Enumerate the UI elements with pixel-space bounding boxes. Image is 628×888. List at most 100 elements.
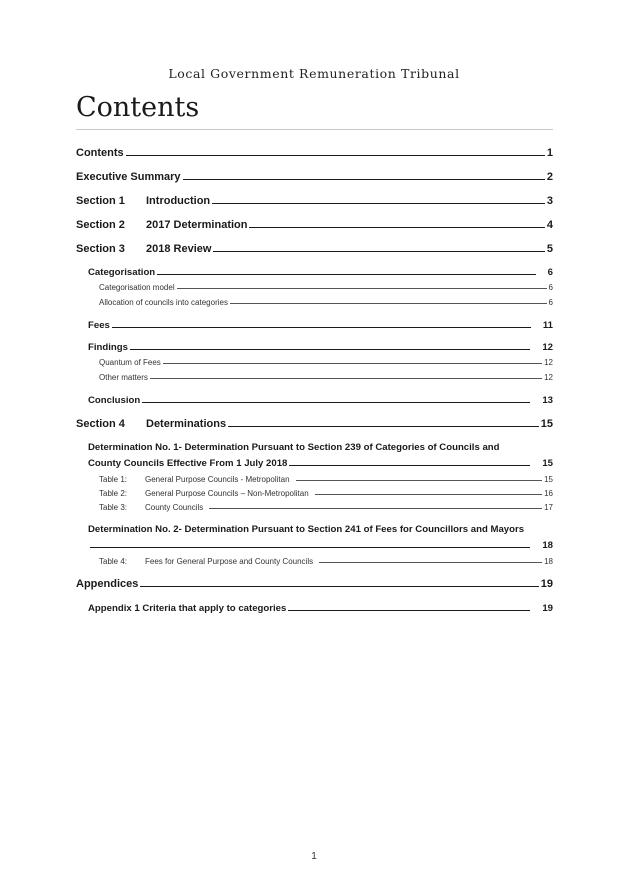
toc-leader (90, 546, 531, 548)
toc-label: Introduction (146, 195, 211, 207)
toc-label: Allocation of councils into categories (99, 298, 228, 307)
toc-label: Findings (88, 342, 128, 353)
toc-entry-allocation[interactable]: Allocation of councils into categories 6 (99, 298, 553, 307)
toc-page: 13 (542, 395, 553, 406)
toc-entry-table-1[interactable]: Table 1: General Purpose Councils - Metr… (99, 475, 553, 484)
toc-leader (176, 287, 547, 289)
toc-leader (249, 226, 545, 228)
toc-page: 1 (546, 147, 553, 159)
toc-entry-quantum-of-fees[interactable]: Quantum of Fees 12 (99, 358, 553, 367)
toc-label: Categorisation model (99, 283, 175, 292)
toc-label: Categorisation (88, 267, 156, 278)
toc-page: 6 (548, 298, 553, 307)
toc-label: Conclusion (88, 395, 141, 406)
toc-entry-determination-2[interactable]: 18 (88, 540, 553, 551)
toc-label: Quantum of Fees (99, 358, 161, 367)
toc-label: 2017 Determination (146, 219, 248, 231)
toc-page: 11 (542, 320, 553, 331)
page-title: Contents (76, 92, 200, 123)
toc-leader (157, 273, 536, 275)
toc-page: 19 (542, 603, 553, 614)
toc-label: Determinations (146, 418, 227, 430)
toc-leader (314, 493, 543, 495)
toc-table-number: Table 2: (99, 489, 128, 498)
toc-label: General Purpose Councils - Metropolitan (145, 475, 290, 484)
toc-entry-section-3[interactable]: Section 3 2018 Review 5 (76, 243, 553, 255)
toc-entry-section-1[interactable]: Section 1 Introduction 3 (76, 195, 553, 207)
toc-entry-section-4[interactable]: Section 4 Determinations 15 (76, 418, 553, 430)
toc-leader (140, 585, 539, 587)
toc-entry-conclusion[interactable]: Conclusion 13 (88, 395, 553, 406)
toc-table-number: Table 1: (99, 475, 128, 484)
toc-label: Fees for General Purpose and County Coun… (145, 557, 314, 566)
toc-leader (229, 302, 547, 304)
toc-section-number: Section 2 (76, 219, 125, 231)
toc-page: 18 (542, 540, 553, 551)
toc-leader (295, 479, 543, 481)
toc-section-number: Section 3 (76, 243, 125, 255)
toc-page: 19 (540, 578, 553, 590)
toc-leader (182, 178, 545, 180)
toc-entry-executive-summary[interactable]: Executive Summary 2 (76, 171, 553, 183)
toc-leader (162, 362, 543, 364)
toc-entry-table-4[interactable]: Table 4: Fees for General Purpose and Co… (99, 557, 553, 566)
toc-entry-determination-1-line1[interactable]: Determination No. 1- Determination Pursu… (88, 442, 500, 453)
toc-page: 15 (542, 458, 553, 469)
toc-label: Appendix 1 Criteria that apply to catego… (88, 603, 287, 614)
toc-leader (288, 609, 531, 611)
toc-leader (209, 507, 543, 509)
toc-section-number: Section 4 (76, 418, 125, 430)
toc-page: 12 (542, 342, 553, 353)
toc-label: Other matters (99, 373, 148, 382)
toc-label: Appendices (76, 578, 139, 590)
toc-table-number: Table 4: (99, 557, 128, 566)
toc-entry-appendices[interactable]: Appendices 19 (76, 578, 553, 590)
toc-entry-fees[interactable]: Fees 11 (88, 320, 553, 331)
toc-section-number: Section 1 (76, 195, 125, 207)
toc-entry-determination-2-line1[interactable]: Determination No. 2- Determination Pursu… (88, 524, 525, 535)
toc-entry-categorisation[interactable]: Categorisation 6 (88, 267, 553, 278)
toc-label: Fees (88, 320, 110, 331)
toc-entry-contents[interactable]: Contents 1 (76, 147, 553, 159)
toc-page: 2 (546, 171, 553, 183)
toc-page: 12 (544, 358, 553, 367)
toc-leader (319, 561, 543, 563)
toc-page: 17 (544, 503, 553, 512)
toc-entry-section-2[interactable]: Section 2 2017 Determination 4 (76, 219, 553, 231)
running-header: Local Government Remuneration Tribunal (168, 66, 460, 81)
toc-page: 12 (544, 373, 553, 382)
toc-page: 16 (544, 489, 553, 498)
page-number: 1 (311, 851, 317, 862)
toc-label: 2018 Review (146, 243, 212, 255)
toc-entry-findings[interactable]: Findings 12 (88, 342, 553, 353)
toc-page: 6 (547, 267, 553, 278)
toc-page: 4 (546, 219, 553, 231)
toc-leader (142, 401, 531, 403)
toc-label: General Purpose Councils – Non-Metropoli… (145, 489, 309, 498)
toc-entry-other-matters[interactable]: Other matters 12 (99, 373, 553, 382)
toc-page: 3 (546, 195, 553, 207)
toc-page: 6 (548, 283, 553, 292)
toc-entry-table-2[interactable]: Table 2: General Purpose Councils – Non-… (99, 489, 553, 498)
toc-entry-categorisation-model[interactable]: Categorisation model 6 (99, 283, 553, 292)
toc-leader (212, 202, 545, 204)
title-rule (76, 129, 553, 130)
toc-entry-table-3[interactable]: Table 3: County Councils 17 (99, 503, 553, 512)
toc-label: County Councils Effective From 1 July 20… (88, 458, 288, 469)
toc-leader (149, 377, 543, 379)
toc-entry-determination-1[interactable]: County Councils Effective From 1 July 20… (88, 458, 553, 469)
toc-leader (213, 250, 545, 252)
toc-leader (289, 464, 531, 466)
toc-page: 15 (540, 418, 553, 430)
toc-leader (228, 425, 539, 427)
toc-label: Executive Summary (76, 171, 181, 183)
toc-leader (111, 326, 531, 328)
toc-table-number: Table 3: (99, 503, 128, 512)
toc-page: 5 (546, 243, 553, 255)
toc-label: County Councils (145, 503, 204, 512)
toc-label: Contents (76, 147, 124, 159)
toc-entry-appendix-1[interactable]: Appendix 1 Criteria that apply to catego… (88, 603, 553, 614)
toc-page: 18 (544, 557, 553, 566)
toc-leader (129, 348, 531, 350)
